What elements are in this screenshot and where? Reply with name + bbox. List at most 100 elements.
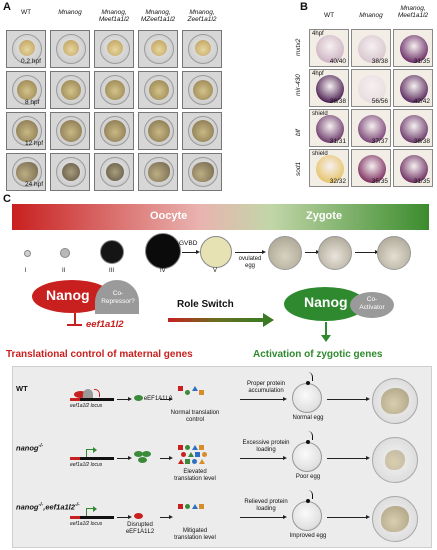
sperm-head [306, 381, 310, 385]
embryo-image-cell [94, 112, 134, 150]
gene-locus-label: eef1a1l2 locus [70, 403, 103, 409]
protein-shape [195, 452, 200, 457]
count-ratio: 38/38 [413, 138, 430, 145]
probe-label: mxtx2 [295, 38, 302, 56]
arrow-line [160, 517, 170, 518]
count-ratio: 35/35 [371, 178, 388, 185]
protein-shape [181, 452, 186, 457]
stained-embryo [358, 75, 386, 103]
bound-nanog [74, 391, 87, 398]
count-ratio: 38/38 [371, 58, 388, 65]
arrow-head [169, 514, 173, 519]
egg-diagram [292, 383, 322, 413]
oocyte-stage [24, 250, 31, 257]
stained-embryo [358, 35, 386, 63]
count-ratio: 38/38 [329, 98, 346, 105]
protein-shape [178, 445, 183, 450]
zygotic-activation-label: Activation of zygotic genes [253, 349, 383, 360]
stage-label: 8 hpf [25, 99, 40, 106]
corepressor-shape [95, 280, 139, 314]
embryo-image-cell [50, 112, 90, 150]
sperm-head [306, 499, 310, 503]
role-switch-arrow-shaft [168, 318, 264, 322]
arrow-head [283, 514, 287, 519]
protein-shape [178, 504, 183, 509]
embryo [17, 80, 37, 100]
stained-embryo [316, 155, 344, 183]
protein-shape [178, 459, 184, 464]
genotype-name-2: ,eef1a1l2 [43, 502, 75, 512]
genotype-name: nanog [16, 502, 39, 512]
genotype-superscript: -/- [38, 443, 44, 449]
embryo [106, 163, 124, 181]
stained-embryo [400, 115, 428, 143]
embryo-photo-body [381, 388, 409, 414]
panel-c-letter: C [3, 193, 11, 205]
egg-diagram [292, 442, 322, 472]
embryo-image-cell [50, 30, 90, 68]
stage-label: shield [312, 111, 328, 117]
embryo-image-cell [94, 30, 134, 68]
stained-embryo [400, 155, 428, 183]
gene-locus-red-segment [70, 457, 80, 460]
count-ratio: 32/32 [329, 178, 346, 185]
oocyte-stage-label: V [213, 268, 218, 274]
panel-a-letter: A [3, 1, 11, 13]
stage-label: 4hpf [312, 31, 324, 37]
panel-a-column-header: WT [20, 9, 32, 16]
embryo-image-cell [138, 71, 178, 109]
embryo-image-cell [182, 153, 222, 191]
embryo-photo-body [381, 506, 409, 532]
sperm-tail [308, 431, 313, 440]
loading-label: Relieved protein loading [244, 499, 288, 512]
arrow-head [128, 455, 132, 460]
embryo [192, 120, 214, 142]
embryo-image-cell [94, 153, 134, 191]
protein-shape [192, 459, 197, 464]
in-situ-image-cell: 31/35 [393, 149, 433, 187]
embryo [104, 120, 126, 142]
gene-locus-line [70, 398, 114, 401]
translational-control-label: Translational control of maternal genes [6, 349, 193, 360]
stained-embryo [316, 115, 344, 143]
protein-label: eEF1A1L2 [143, 396, 173, 402]
embryo-image-cell [182, 71, 222, 109]
arrow-head [366, 396, 370, 401]
egg-quality-label: Poor egg [295, 474, 321, 480]
stained-embryo [316, 75, 344, 103]
gene-locus-red-segment [70, 516, 80, 519]
embryo [60, 120, 82, 142]
activation-arrow-head [321, 335, 331, 342]
arrow-line [160, 458, 170, 459]
corepressor-label: Co- Repressor? [101, 290, 135, 305]
embryo [148, 162, 170, 182]
embryo-image-cell [182, 112, 222, 150]
arrow-head [366, 455, 370, 460]
zygote-embryo [318, 236, 352, 270]
protein-shape [202, 452, 207, 457]
probe-label: mir-430 [295, 74, 302, 96]
arrow-head [366, 514, 370, 519]
arrow-line [327, 517, 367, 518]
panel-b-column-header: WT [323, 12, 335, 19]
gene-locus-label: eef1a1l2 locus [70, 462, 103, 468]
transcription-arrow-head [93, 505, 97, 512]
embryo [62, 163, 80, 181]
count-ratio: 31/31 [329, 138, 346, 145]
arrow-line [117, 399, 129, 400]
stage-label: 4hpf [312, 71, 324, 77]
disrupted-protein [134, 513, 143, 519]
arrow-line [327, 399, 367, 400]
embryo [107, 40, 123, 56]
gvbd-arrow [182, 252, 197, 253]
protein-shape [199, 390, 204, 395]
panel-a-column-header: Mnanog, MZeef1a1l2 [140, 9, 176, 23]
oocyte-label: Oocyte [150, 210, 188, 222]
embryo-image-cell [138, 30, 178, 68]
panel-b-letter: B [300, 1, 308, 13]
in-situ-image-cell: 35/35 [351, 149, 391, 187]
repression-bar [67, 324, 82, 326]
gvbd-arrow-head [196, 250, 200, 254]
protein-shape [178, 386, 183, 391]
